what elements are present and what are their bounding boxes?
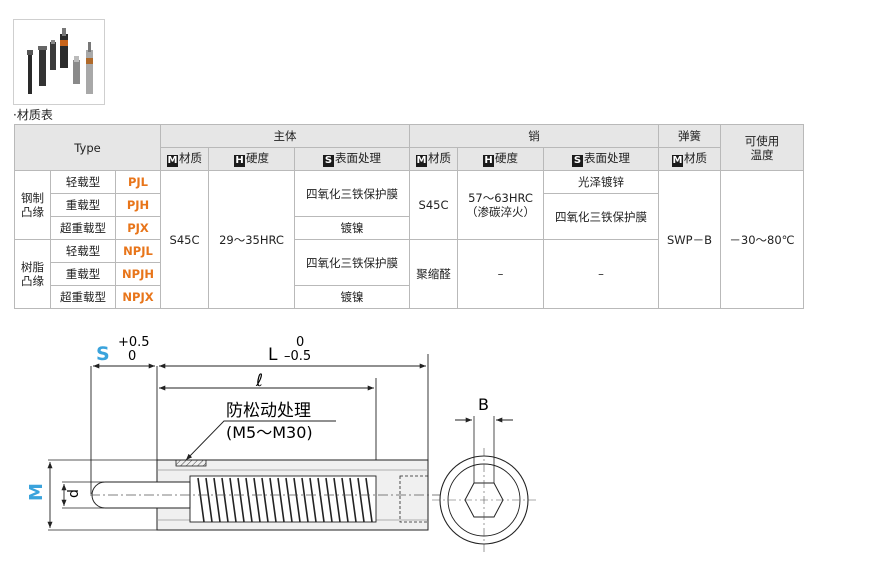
- pin-material-value: S45C: [409, 170, 458, 240]
- anti-loose-note: 防松动处理: [226, 401, 311, 421]
- product-photo-icon: [27, 28, 93, 94]
- spring-header: 弹簧: [658, 124, 721, 148]
- load-type: 轻载型: [50, 170, 116, 194]
- pin-hardness-value: 57～63HRC （渗碳淬火）: [457, 170, 544, 240]
- technical-drawing: S +0.5 0 L 0 –0.5 ℓ 防松动处理 (M5～M30) M d B: [26, 335, 536, 552]
- l-dimension-label: L: [268, 345, 278, 365]
- load-type: 超重载型: [50, 216, 116, 240]
- pin-header: 销: [409, 124, 659, 148]
- body-hardness-value: 29～35HRC: [208, 170, 295, 309]
- s-dimension-label: S: [96, 343, 110, 365]
- s-tolerance-upper: +0.5: [118, 335, 150, 350]
- load-type: 超重载型: [50, 285, 116, 309]
- badge-h-icon: H: [234, 155, 245, 167]
- type-code-link[interactable]: PJL: [115, 170, 161, 194]
- group-resin: 树脂 凸缘: [14, 239, 51, 309]
- body-surface-value: 镀镍: [294, 216, 410, 240]
- body-surface-value: 镀镍: [294, 285, 410, 309]
- main-body-header: 主体: [160, 124, 410, 148]
- ell-dimension-label: ℓ: [255, 371, 263, 391]
- s-tolerance-lower: 0: [128, 349, 136, 364]
- spring-material-value: SWP－B: [658, 170, 721, 309]
- pin-surface-value: –: [543, 239, 659, 309]
- body-material-value: S45C: [160, 170, 209, 309]
- type-code-link[interactable]: PJX: [115, 216, 161, 240]
- type-code-link[interactable]: PJH: [115, 193, 161, 217]
- b-dimension-label: B: [478, 395, 489, 414]
- material-table-caption: ·材质表: [13, 108, 53, 122]
- pin-material-value: 聚缩醛: [409, 239, 458, 309]
- body-surface-value: 四氧化三铁保护膜: [294, 170, 410, 217]
- spring-coil: [197, 477, 373, 523]
- m-dimension-label: M: [26, 483, 47, 501]
- badge-h-icon: H: [483, 155, 494, 167]
- l-tolerance-upper: 0: [296, 335, 304, 350]
- badge-m-icon: M: [672, 155, 683, 167]
- body-surface-value: 四氧化三铁保护膜: [294, 239, 410, 286]
- group-steel: 钢制 凸缘: [14, 170, 51, 240]
- d-dimension-label: d: [66, 489, 82, 498]
- load-type: 重载型: [50, 193, 116, 217]
- type-code-link[interactable]: NPJL: [115, 239, 161, 263]
- load-type: 重载型: [50, 262, 116, 286]
- type-code-link[interactable]: NPJH: [115, 262, 161, 286]
- badge-m-icon: M: [416, 155, 427, 167]
- pin-surface-value: 四氧化三铁保护膜: [543, 193, 659, 240]
- anti-loose-patch: [175, 459, 207, 467]
- l-tolerance-lower: –0.5: [284, 349, 311, 364]
- pin-hardness-value: –: [457, 239, 544, 309]
- temperature-value: －30～80℃: [720, 170, 804, 309]
- badge-s-icon: S: [572, 155, 583, 167]
- hex-socket-hidden: [399, 475, 429, 523]
- load-type: 轻载型: [50, 239, 116, 263]
- temperature-header: 可使用 温度: [720, 124, 804, 171]
- product-thumbnail[interactable]: [13, 19, 105, 105]
- badge-m-icon: M: [167, 155, 178, 167]
- badge-s-icon: S: [323, 155, 334, 167]
- type-header: Type: [14, 124, 161, 171]
- pin-surface-value: 光泽镀锌: [543, 170, 659, 194]
- type-code-link[interactable]: NPJX: [115, 285, 161, 309]
- anti-loose-range: (M5～M30): [226, 423, 313, 442]
- anti-loose-leader: [185, 420, 336, 461]
